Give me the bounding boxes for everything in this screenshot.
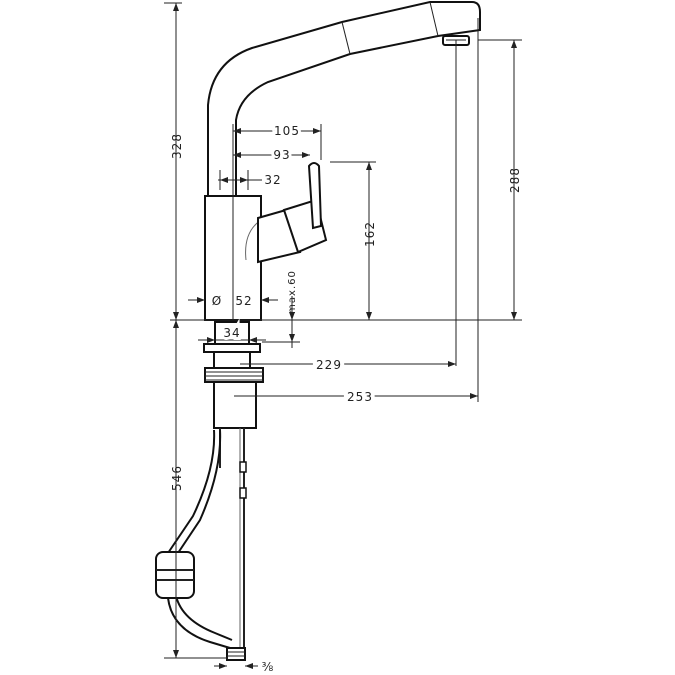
- dim-reach-handle-outer: 105: [274, 124, 300, 138]
- dim-spout-reach: 229: [316, 358, 342, 372]
- dim-reach-handle-inner: 93: [273, 148, 290, 162]
- dim-max-thickness: max.60: [287, 270, 298, 314]
- connection-fitting: [226, 647, 246, 661]
- shank-lower: [213, 351, 251, 369]
- mounting-plate: [203, 343, 261, 353]
- dim-body-diameter: 52: [235, 294, 252, 308]
- handle-lever: [307, 162, 323, 230]
- dim-handle-height: 162: [363, 221, 377, 247]
- hose-weight: [155, 551, 195, 599]
- dim-total-reach: 253: [347, 390, 373, 404]
- dim-body-offset: 32: [264, 173, 281, 187]
- pipe-marker-2: [239, 487, 247, 499]
- dim-hose-length: 546: [170, 465, 184, 491]
- faucet-outline: [155, 1, 481, 661]
- dim-total-height: 328: [170, 133, 184, 159]
- dim-connection-size: ⅜: [262, 660, 275, 674]
- pipe-marker: [239, 461, 247, 473]
- spout-pipe: [207, 1, 481, 197]
- dim-spout-height: 288: [508, 167, 522, 193]
- dim-diameter-symbol: Ø: [212, 294, 222, 308]
- valve-housing: [213, 381, 257, 429]
- spout-pullout-seam: [341, 21, 351, 55]
- dim-shank-diameter: 34: [223, 326, 240, 340]
- pull-out-hose: [175, 429, 222, 557]
- dimension-lines: [164, 2, 522, 669]
- spout-head-seam: [429, 1, 439, 37]
